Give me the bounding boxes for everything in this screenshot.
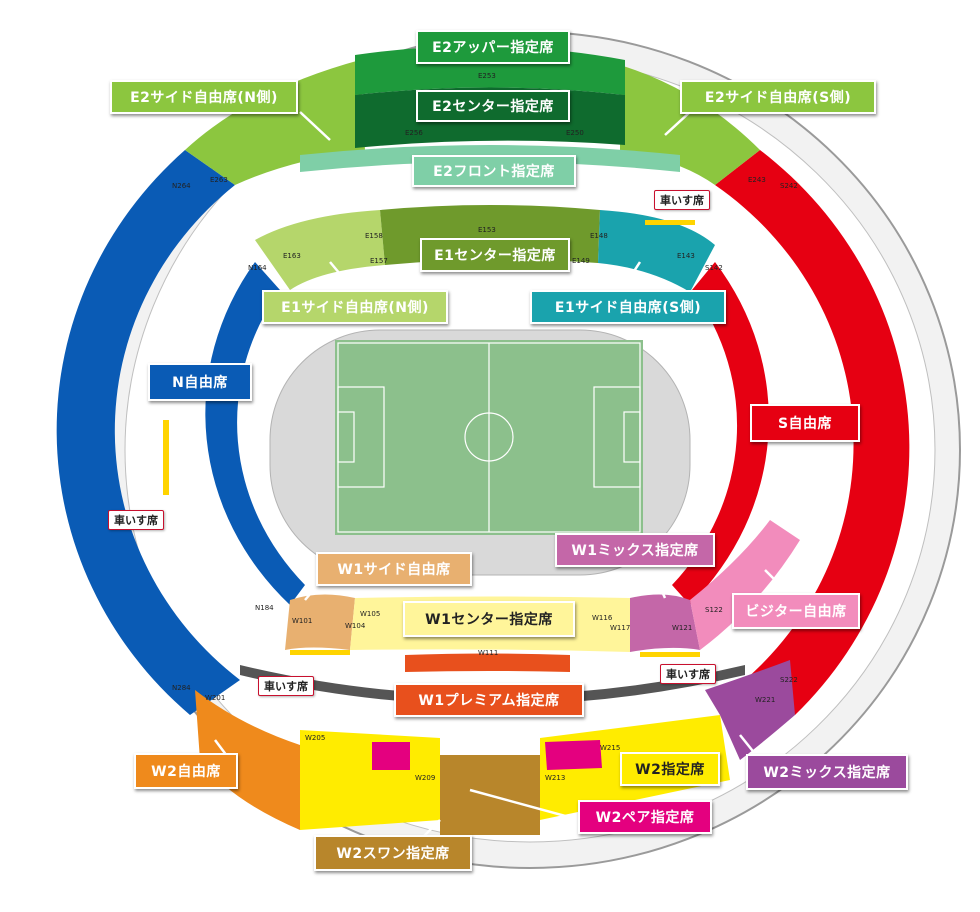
label-w1-center[interactable]: W1センター指定席 (403, 601, 575, 637)
section-s142: S142 (705, 264, 723, 272)
label-w1-premium[interactable]: W1プレミアム指定席 (394, 683, 584, 717)
section-numbers: E253 E256 E250 E263 E243 E158 E153 E148 … (172, 72, 798, 782)
label-e2-front[interactable]: E2フロント指定席 (412, 155, 576, 187)
w2-pair-block-s[interactable] (545, 740, 602, 770)
section-w209: W209 (415, 774, 435, 782)
w2-free-block[interactable] (195, 690, 300, 830)
label-n-free[interactable]: N自由席 (148, 363, 252, 401)
section-w205: W205 (305, 734, 325, 742)
label-visitor[interactable]: ビジター自由席 (732, 593, 860, 629)
s-free-lower-ring[interactable] (672, 262, 769, 605)
label-e1-center[interactable]: E1センター指定席 (420, 238, 570, 272)
label-e1-side-s[interactable]: E1サイド自由席(S側) (530, 290, 726, 324)
section-e263: E263 (210, 176, 228, 184)
e1-side-n-block[interactable] (255, 210, 385, 290)
label-e2-side-s[interactable]: E2サイド自由席(S側) (680, 80, 876, 114)
label-w1-mix[interactable]: W1ミックス指定席 (555, 533, 715, 567)
label-w2-reserved[interactable]: W2指定席 (620, 752, 720, 786)
section-n284: N284 (172, 684, 191, 692)
section-n264: N264 (172, 182, 191, 190)
section-w105: W105 (360, 610, 380, 618)
label-w2-swan[interactable]: W2スワン指定席 (314, 835, 472, 871)
wheelchair-tag-w1n[interactable]: 車いす席 (258, 676, 314, 696)
label-e2-side-n[interactable]: E2サイド自由席(N側) (110, 80, 298, 114)
wheelchair-strip-n (163, 420, 169, 495)
w1-premium-block[interactable] (405, 653, 570, 673)
wheelchair-strip-e (645, 220, 695, 225)
section-s222: S222 (780, 676, 798, 684)
n-free-upper-ring[interactable] (56, 150, 241, 715)
wheelchair-strip-w1 (290, 650, 350, 655)
section-w215: W215 (600, 744, 620, 752)
label-e1-side-n[interactable]: E1サイド自由席(N側) (262, 290, 448, 324)
section-e256: E256 (405, 129, 423, 137)
w1-side-block[interactable] (285, 594, 355, 650)
s-free-upper-ring[interactable] (715, 150, 910, 715)
section-n184: N184 (255, 604, 274, 612)
visitor-block[interactable] (690, 520, 800, 650)
pitch-lines (337, 342, 641, 533)
section-e157: E157 (370, 257, 388, 265)
section-w111: W111 (478, 649, 498, 657)
label-e2-center[interactable]: E2センター指定席 (416, 90, 570, 122)
section-s122: S122 (705, 606, 723, 614)
label-e2-upper[interactable]: E2アッパー指定席 (416, 30, 570, 64)
label-s-free[interactable]: S自由席 (750, 404, 860, 442)
label-w2-mix[interactable]: W2ミックス指定席 (746, 754, 908, 790)
section-w116: W116 (592, 614, 613, 622)
section-e153: E153 (478, 226, 496, 234)
label-w2-pair[interactable]: W2ペア指定席 (578, 800, 712, 834)
section-e143: E143 (677, 252, 695, 260)
section-s242: S242 (780, 182, 798, 190)
w2-mix-block[interactable] (705, 660, 795, 760)
section-w101: W101 (292, 617, 312, 625)
wheelchair-tag-w1s[interactable]: 車いす席 (660, 664, 716, 684)
section-e149: E149 (572, 257, 590, 265)
w2-pair-block-n[interactable] (372, 742, 410, 770)
section-w104: W104 (345, 622, 366, 630)
label-w1-side[interactable]: W1サイド自由席 (316, 552, 472, 586)
section-e243: E243 (748, 176, 766, 184)
w1-mix-block[interactable] (630, 594, 700, 652)
wheelchair-strip-w1s (640, 652, 700, 657)
wheelchair-tag-n[interactable]: 車いす席 (108, 510, 164, 530)
section-e158: E158 (365, 232, 383, 240)
e1-side-s-block[interactable] (598, 210, 715, 292)
w2-concourse (240, 665, 745, 705)
section-n164: N164 (248, 264, 267, 272)
section-w221: W221 (755, 696, 775, 704)
section-e148: E148 (590, 232, 608, 240)
section-e163: E163 (283, 252, 301, 260)
section-w121: W121 (672, 624, 692, 632)
n-free-lower-ring[interactable] (205, 262, 305, 605)
wheelchair-tag-e[interactable]: 車いす席 (654, 190, 710, 210)
section-e253: E253 (478, 72, 496, 80)
section-w117: W117 (610, 624, 630, 632)
label-w2-free[interactable]: W2自由席 (134, 753, 238, 789)
section-e250: E250 (566, 129, 584, 137)
section-w213: W213 (545, 774, 565, 782)
section-w201: W201 (205, 694, 225, 702)
